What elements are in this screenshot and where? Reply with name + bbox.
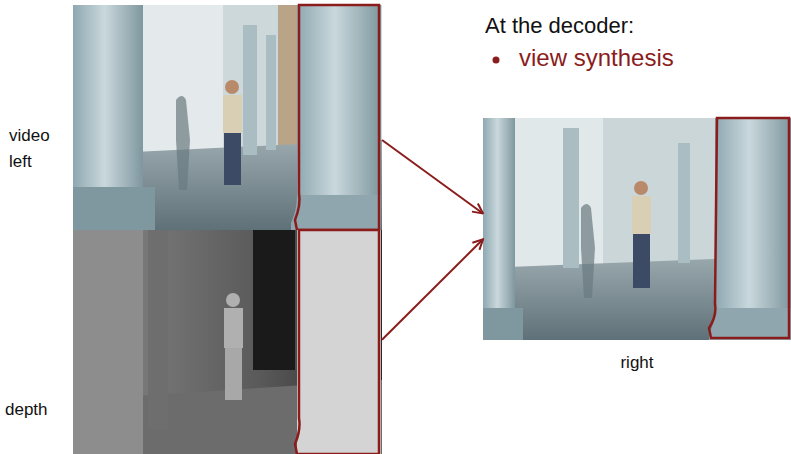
- synthesized-frame: [483, 118, 791, 340]
- image-panel: right: [483, 118, 791, 376]
- image-panel: depth: [0, 230, 382, 454]
- bullet-mark: [493, 57, 500, 64]
- panel-label: depth: [5, 397, 65, 423]
- slide-title: At the decoder:: [485, 13, 634, 39]
- video-frame: [73, 5, 382, 230]
- depth-frame: [73, 230, 382, 454]
- synthesis-arrow: [382, 239, 483, 340]
- panel-label: video left: [9, 123, 59, 176]
- panel-label: right: [587, 350, 687, 376]
- synthesis-arrow: [382, 140, 483, 213]
- bullet-item: view synthesis: [519, 44, 674, 72]
- image-panel: video left: [0, 5, 382, 230]
